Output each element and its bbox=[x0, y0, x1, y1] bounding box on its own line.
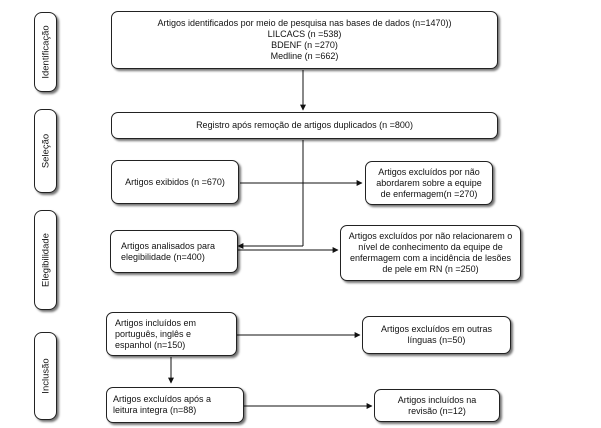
box-excluded-no-relation-line: nível de conhecimento da equipe de bbox=[358, 242, 503, 252]
box-analyzed-line: elegibilidade (n=400) bbox=[121, 251, 205, 262]
box-excluded-no-relation-line: Artigos excluídos por não relacionarem o bbox=[348, 231, 513, 241]
box-analyzed-line: Artigos analisados para bbox=[121, 240, 216, 251]
box-excluded-full-read: Artigos excluídos após a leitura integra… bbox=[106, 387, 244, 423]
box-excluded-no-relation-line: enfermagem com a incidência de lesões bbox=[349, 253, 512, 263]
box-after-duplicates-line: Registro após remoção de artigos duplica… bbox=[196, 120, 413, 130]
stage-elegibilidade: Elegibilidade bbox=[34, 210, 57, 310]
box-included-review-line: Artigos incluídos na bbox=[397, 394, 477, 405]
stage-inclusao: Inclusão bbox=[34, 332, 57, 420]
box-identified-line: Artigos identificados por meio de pesqui… bbox=[157, 18, 452, 28]
box-excluded-no-relation: Artigos excluídos por não relacionarem o… bbox=[340, 225, 521, 281]
box-included-languages-line: Artigos incluídos em bbox=[115, 317, 197, 328]
box-identified-line: BDENF (n =270) bbox=[271, 40, 338, 50]
stage-selecao-label: Seleção bbox=[40, 133, 51, 169]
box-included-languages-line: português, inglês e bbox=[115, 328, 192, 339]
stage-identificacao-label: Identificação bbox=[40, 25, 51, 79]
box-identified: Artigos identificados por meio de pesqui… bbox=[111, 11, 498, 69]
box-displayed-line: Artigos exibidos (n =670) bbox=[125, 176, 225, 187]
box-excluded-languages: Artigos excluídos em outras línguas (n=5… bbox=[362, 316, 511, 354]
stage-elegibilidade-label: Elegibilidade bbox=[40, 233, 51, 287]
box-excluded-languages-line: línguas (n=50) bbox=[407, 335, 466, 345]
box-excluded-no-team-line: Artigos excluídos por não bbox=[378, 166, 480, 177]
box-excluded-no-relation-line: de pele em RN (n =250) bbox=[382, 264, 479, 274]
box-after-duplicates: Registro após remoção de artigos duplica… bbox=[111, 112, 498, 139]
stage-identificacao: Identificação bbox=[34, 12, 57, 92]
box-excluded-no-team-line: de enfermagem(n =270) bbox=[380, 188, 478, 199]
box-excluded-no-team: Artigos excluídos por não abordarem sobr… bbox=[365, 161, 493, 205]
box-included-review-line: revisão (n=12) bbox=[408, 405, 466, 416]
box-included-languages: Artigos incluídos em português, inglês e… bbox=[106, 312, 237, 356]
stage-inclusao-label: Inclusão bbox=[40, 358, 51, 394]
box-analyzed: Artigos analisados para elegibilidade (n… bbox=[110, 230, 238, 273]
box-excluded-full-read-line: leitura integra (n=88) bbox=[113, 405, 197, 415]
box-excluded-full-read-line: Artigos excluídos após a bbox=[113, 394, 212, 404]
box-excluded-languages-line: Artigos excluídos em outras bbox=[380, 324, 493, 334]
box-identified-line: LILCACS (n =538) bbox=[267, 29, 342, 39]
box-included-languages-line: espanhol (n=150) bbox=[115, 339, 186, 350]
box-included-review: Artigos incluídos na revisão (n=12) bbox=[374, 389, 500, 422]
stage-selecao: Seleção bbox=[34, 109, 57, 193]
box-identified-line: Medline (n =662) bbox=[270, 51, 339, 61]
box-excluded-no-team-line: abordarem sobre a equipe bbox=[376, 177, 482, 188]
box-displayed: Artigos exibidos (n =670) bbox=[111, 160, 239, 204]
